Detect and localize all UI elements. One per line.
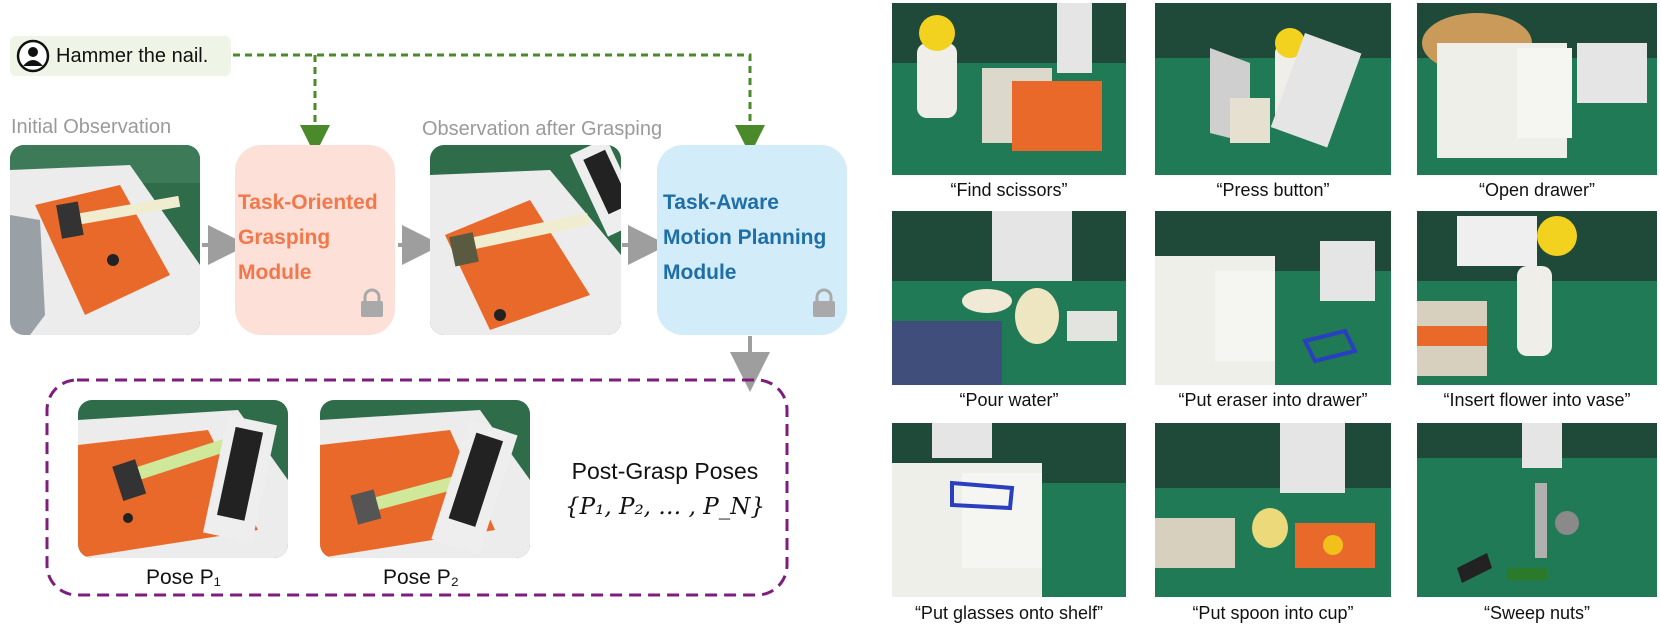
pose-2-label: Pose P₂ <box>383 566 459 589</box>
task-caption: “Put spoon into cup” <box>1192 603 1354 623</box>
task-caption: “Press button” <box>1216 180 1330 200</box>
task-caption: “Open drawer” <box>1478 180 1596 200</box>
task-image-sweep-nuts <box>1417 423 1657 597</box>
task-image-pour-water <box>892 211 1126 385</box>
task-image-find-scissors <box>892 3 1126 175</box>
task-caption: “Pour water” <box>959 390 1059 410</box>
task-caption: “Sweep nuts” <box>1483 603 1591 623</box>
instruction-text: Hammer the nail. <box>56 44 209 67</box>
user-icon <box>16 39 50 73</box>
initial-observation-image <box>10 145 200 335</box>
pose-1-image <box>78 400 288 558</box>
after-grasp-label: Observation after Grasping <box>422 118 663 140</box>
task-aware-motion-planning-module: Task-Aware Motion Planning Module <box>657 145 847 335</box>
grasping-module-label: Task-Oriented Grasping Module <box>238 191 378 284</box>
task-caption: “Insert flower into vase” <box>1443 390 1631 410</box>
task-image-put-spoon-into-cup <box>1155 423 1391 597</box>
task-image-put-glasses-onto-shelf <box>892 423 1126 597</box>
instruction-arrow-main <box>233 53 765 155</box>
task-caption: “Put eraser into drawer” <box>1178 390 1368 410</box>
instruction-box: Hammer the nail. <box>10 36 231 76</box>
motion-module-label: Task-Aware Motion Planning Module <box>663 191 827 284</box>
task-image-press-button <box>1155 3 1391 175</box>
task-caption: “Put glasses onto shelf” <box>914 603 1104 623</box>
post-grasp-poses-set: {P₁, P₂, … , P_N} <box>565 494 765 520</box>
pose-1-label: Pose P₁ <box>146 566 221 589</box>
initial-observation-label: Initial Observation <box>11 116 172 138</box>
connector-layer <box>45 53 789 597</box>
task-caption: “Find scissors” <box>950 180 1068 200</box>
lock-icon <box>813 288 835 317</box>
task-image-open-drawer <box>1417 3 1657 175</box>
post-grasp-poses-title: Post-Grasp Poses <box>571 458 759 484</box>
post-grasp-container <box>45 378 789 597</box>
task-oriented-grasping-module: Task-Oriented Grasping Module <box>235 145 395 335</box>
hammer-graphic <box>56 195 181 239</box>
pose-2-image <box>320 400 530 558</box>
task-image-put-eraser-into-drawer <box>1155 211 1391 385</box>
task-image-insert-flower-into-vase <box>1417 211 1657 385</box>
lock-icon <box>361 288 383 317</box>
after-grasp-image <box>430 145 621 335</box>
